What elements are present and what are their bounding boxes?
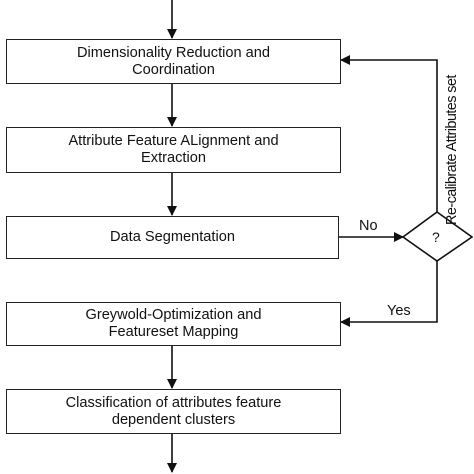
feedback-label: Re-calibrate Attributes set bbox=[444, 75, 460, 225]
step-attribute-feature-alignment: Attribute Feature ALignment and Extracti… bbox=[6, 127, 341, 173]
edge-label-no: No bbox=[359, 218, 378, 234]
step-classification: Classification of attributes feature dep… bbox=[6, 389, 341, 434]
edge-label-yes: Yes bbox=[387, 303, 411, 319]
step-greywold-optimization: Greywold-Optimization and Featureset Map… bbox=[6, 302, 341, 346]
arrow-feedback-to-step1 bbox=[340, 55, 438, 212]
decision-diamond bbox=[401, 211, 474, 262]
step-data-segmentation: Data Segmentation bbox=[6, 216, 339, 259]
step-dimensionality-reduction: Dimensionality Reduction and Coordinatio… bbox=[6, 39, 341, 84]
arrow-decision-to-step4 bbox=[340, 261, 438, 327]
decision-label: ? bbox=[432, 229, 440, 245]
